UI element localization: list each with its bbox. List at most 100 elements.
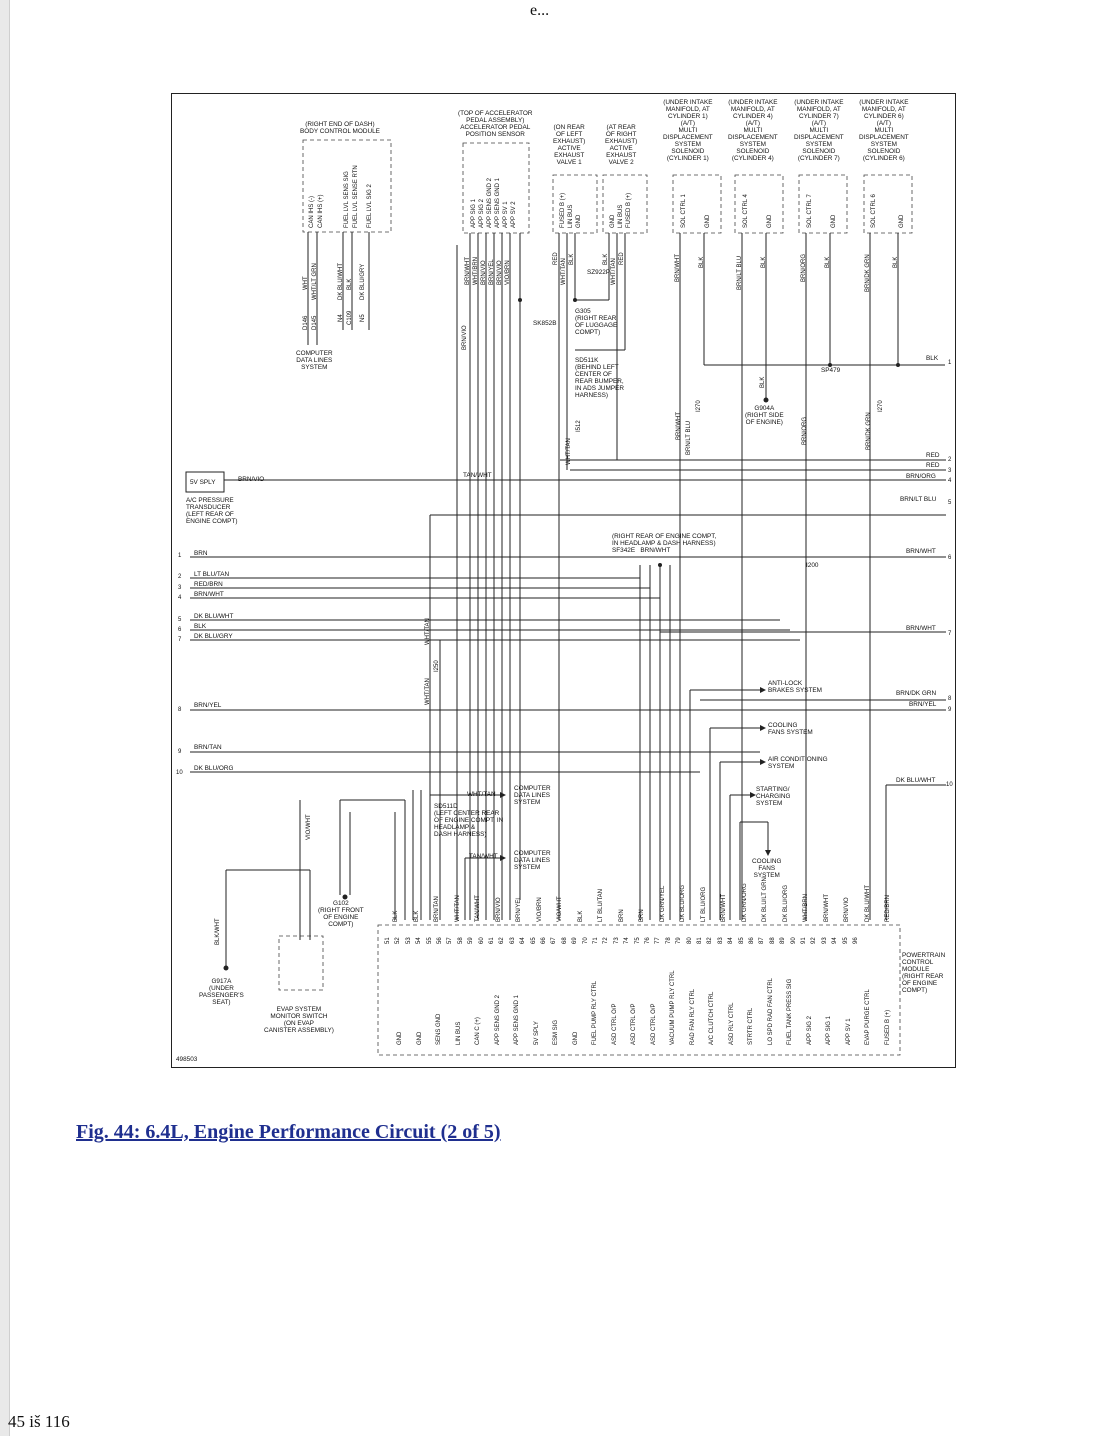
pcm-wire-color: DK BLU/WHT (864, 884, 871, 922)
pcm-wire-color: BRN/WHT (823, 894, 830, 922)
pcm-pin-function: VACUUM PUMP RLY CTRL (670, 970, 676, 1045)
pcm-pin-function: APP SENS GND 1 (514, 995, 520, 1045)
starting-charging-system: STARTING/ CHARGING SYSTEM (756, 786, 791, 807)
sol6-box (863, 174, 913, 234)
valve1-pin-lin-bus: LIN BUS (568, 204, 574, 228)
figure-caption[interactable]: Fig. 44: 6.4L, Engine Performance Circui… (76, 1121, 501, 1143)
left-wire-num-9: 9 (178, 749, 182, 755)
g102-ground: G102 (RIGHT FRONT OF ENGINE COMPT) (318, 900, 364, 928)
left-wire-num-1: 1 (178, 553, 182, 559)
pcm-pin-function: GND (572, 1031, 579, 1045)
pcm-pin-number: 65 (530, 937, 537, 944)
left-wire-num-7: 7 (178, 637, 182, 643)
pcm-pin-number: 59 (468, 937, 475, 944)
pcm-pin-number: 55 (426, 937, 433, 944)
connector-n5: N5 (360, 314, 366, 322)
pcm-pin-number: 75 (634, 937, 641, 944)
connector-c109: C109 (347, 310, 353, 325)
wire-tag-tanwht: TAN/WHT (469, 853, 498, 860)
wire-tag-viowht-vert: VIO/WHT (306, 814, 312, 840)
pcm-pin-number: 78 (665, 937, 672, 944)
sol6-pin-ctrl: SOL CTRL 6 (871, 194, 877, 228)
accelerator-pedal-position-sensor: (TOP OF ACCELERATOR PEDAL ASSEMBLY) ACCE… (458, 110, 533, 138)
page-indicator: 45 iš 116 (8, 1412, 70, 1431)
pcm-pin-function: SENS GND (436, 1013, 442, 1045)
bcm-wire-5: DK BLU/GRY (360, 263, 366, 300)
body-control-module: (RIGHT END OF DASH) BODY CONTROL MODULE (300, 121, 380, 135)
app-sensor-box (462, 142, 530, 234)
right-wire-num-6: 6 (948, 555, 952, 561)
left-wire-label-7: DK BLU/GRY (194, 633, 233, 640)
sol6-gnd-wire: BLK (893, 256, 899, 268)
wire-tag-whttan: WHT/TAN (467, 791, 496, 798)
pcm-wire-color: BRN/TAN (434, 896, 440, 922)
pcm-wire-color: DK GRN/YEL (659, 885, 666, 922)
computer-data-lines-system-1: COMPUTER DATA LINES SYSTEM (296, 350, 333, 371)
pcm-wire-color: BLK (577, 910, 584, 922)
app-wire-6: VIO/BRN (505, 260, 511, 285)
pcm-wire-color: BRN (639, 909, 645, 922)
pcm-wire-color: WHT/TAN (454, 895, 461, 922)
pcm-pin-number: 92 (811, 937, 818, 944)
pcm-pin-function: LO SPD RAD FAN CTRL (767, 977, 774, 1045)
wire-tag-blkwht-vert: BLK/WHT (215, 918, 221, 945)
pcm-wire-color: DK GRN/ORG (741, 883, 748, 922)
ac-pressure-transducer: A/C PRESSURE TRANSDUCER (LEFT REAR OF EN… (186, 497, 238, 525)
pcm-wire-color: DK BLU/ORG (782, 884, 789, 922)
evap-system-monitor-switch: EVAP SYSTEM MONITOR SWITCH (ON EVAP CANI… (264, 1006, 334, 1034)
pcm-box (377, 924, 901, 1056)
left-wire-num-6: 6 (178, 627, 182, 633)
sol4-gnd-wire: BLK (761, 256, 767, 268)
pcm-wire-color: LT BLU/TAN (598, 888, 604, 922)
sol6-pin-gnd: GND (899, 214, 905, 228)
sp479-splice: SP479 (821, 367, 841, 374)
pcm-pin-function: RAD FAN RLY CTRL (689, 988, 696, 1045)
pcm-pin-number: 66 (541, 937, 547, 944)
mds-solenoid-cyl-6: (UNDER INTAKE MANIFOLD, AT CYLINDER 6) (… (859, 99, 909, 162)
wire-tag-whttan-vert-2: WHT/TAN (425, 618, 431, 645)
pcm-pin-function: APP SENS GND 2 (494, 995, 501, 1045)
left-wire-num-10: 10 (176, 770, 183, 776)
computer-data-lines-system-2: COMPUTER DATA LINES SYSTEM (514, 785, 551, 806)
sol6-wire: BRN/DK GRN (865, 254, 871, 292)
mds-solenoid-cyl-1: (UNDER INTAKE MANIFOLD, AT CYLINDER 1) (… (663, 99, 713, 162)
g917a-ground: G917A (UNDER PASSENGER'S SEAT) (199, 978, 244, 1006)
bcm-wire-4: BLK (347, 278, 353, 290)
pcm-wire-color: VIO/BRN (536, 897, 543, 922)
pcm-pin-number: 72 (603, 937, 610, 944)
right-wire-num-9: 9 (948, 707, 952, 713)
sol1-pin-gnd: GND (705, 214, 711, 228)
sol1-gnd-wire: BLK (699, 256, 705, 268)
app-wire-1: BRN/WHT (465, 257, 471, 285)
right-wire-label-1: BLK (926, 355, 939, 362)
pcm-pin-number: 96 (853, 937, 859, 944)
sv-sply-box (185, 471, 225, 493)
pcm-pin-number: 64 (520, 937, 527, 944)
cooling-fans-system-2: COOLING FANS SYSTEM (752, 858, 782, 879)
right-wire-num-1: 1 (948, 360, 952, 366)
powertrain-control-module: POWERTRAIN CONTROL MODULE (RIGHT REAR OF… (902, 952, 946, 994)
wire-tag-whttan-vert-3: WHT/TAN (566, 438, 572, 465)
right-wire-num-4: 4 (948, 478, 952, 484)
left-wire-label-5: DK BLU/WHT (194, 613, 234, 620)
pcm-wire-color: RED/BRN (885, 894, 891, 922)
pcm-wire-color: DK BLU/ORG (680, 884, 686, 922)
valve2-wire-2: WHT/TAN (611, 258, 617, 285)
sol7-pin-gnd: GND (831, 214, 837, 228)
sol1-wire: BRN/WHT (675, 254, 681, 282)
pcm-pin-function: STRTR CTRL (748, 1007, 754, 1045)
bcm-pin-fuel-lvl-sense-rtn: FUEL LVL SENSE RTN (353, 165, 359, 228)
pcm-pin-function: FUEL TANK PRESS SIG (787, 978, 793, 1045)
sd511k-splice: SD511K (BEHIND LEFT CENTER OF REAR BUMPE… (575, 357, 625, 399)
active-exhaust-valve-1: (ON REAR OF LEFT EXHAUST) ACTIVE EXHAUST… (553, 124, 586, 166)
right-wire-num-2: 2 (948, 457, 952, 463)
valve2-pin-lin-bus: LIN BUS (618, 204, 624, 228)
wire-tag-tanwht-small: TAN/WHT (463, 472, 492, 479)
left-wire-num-4: 4 (178, 595, 182, 601)
valve1-pin-gnd: GND (576, 214, 582, 228)
anti-lock-brakes-system: ANTI-LOCK BRAKES SYSTEM (768, 680, 822, 694)
app-wire-5: BRN/VIO (497, 260, 503, 285)
right-wire-label-4: BRN/ORG (906, 473, 936, 480)
right-wire-num-10: 10 (946, 782, 953, 788)
